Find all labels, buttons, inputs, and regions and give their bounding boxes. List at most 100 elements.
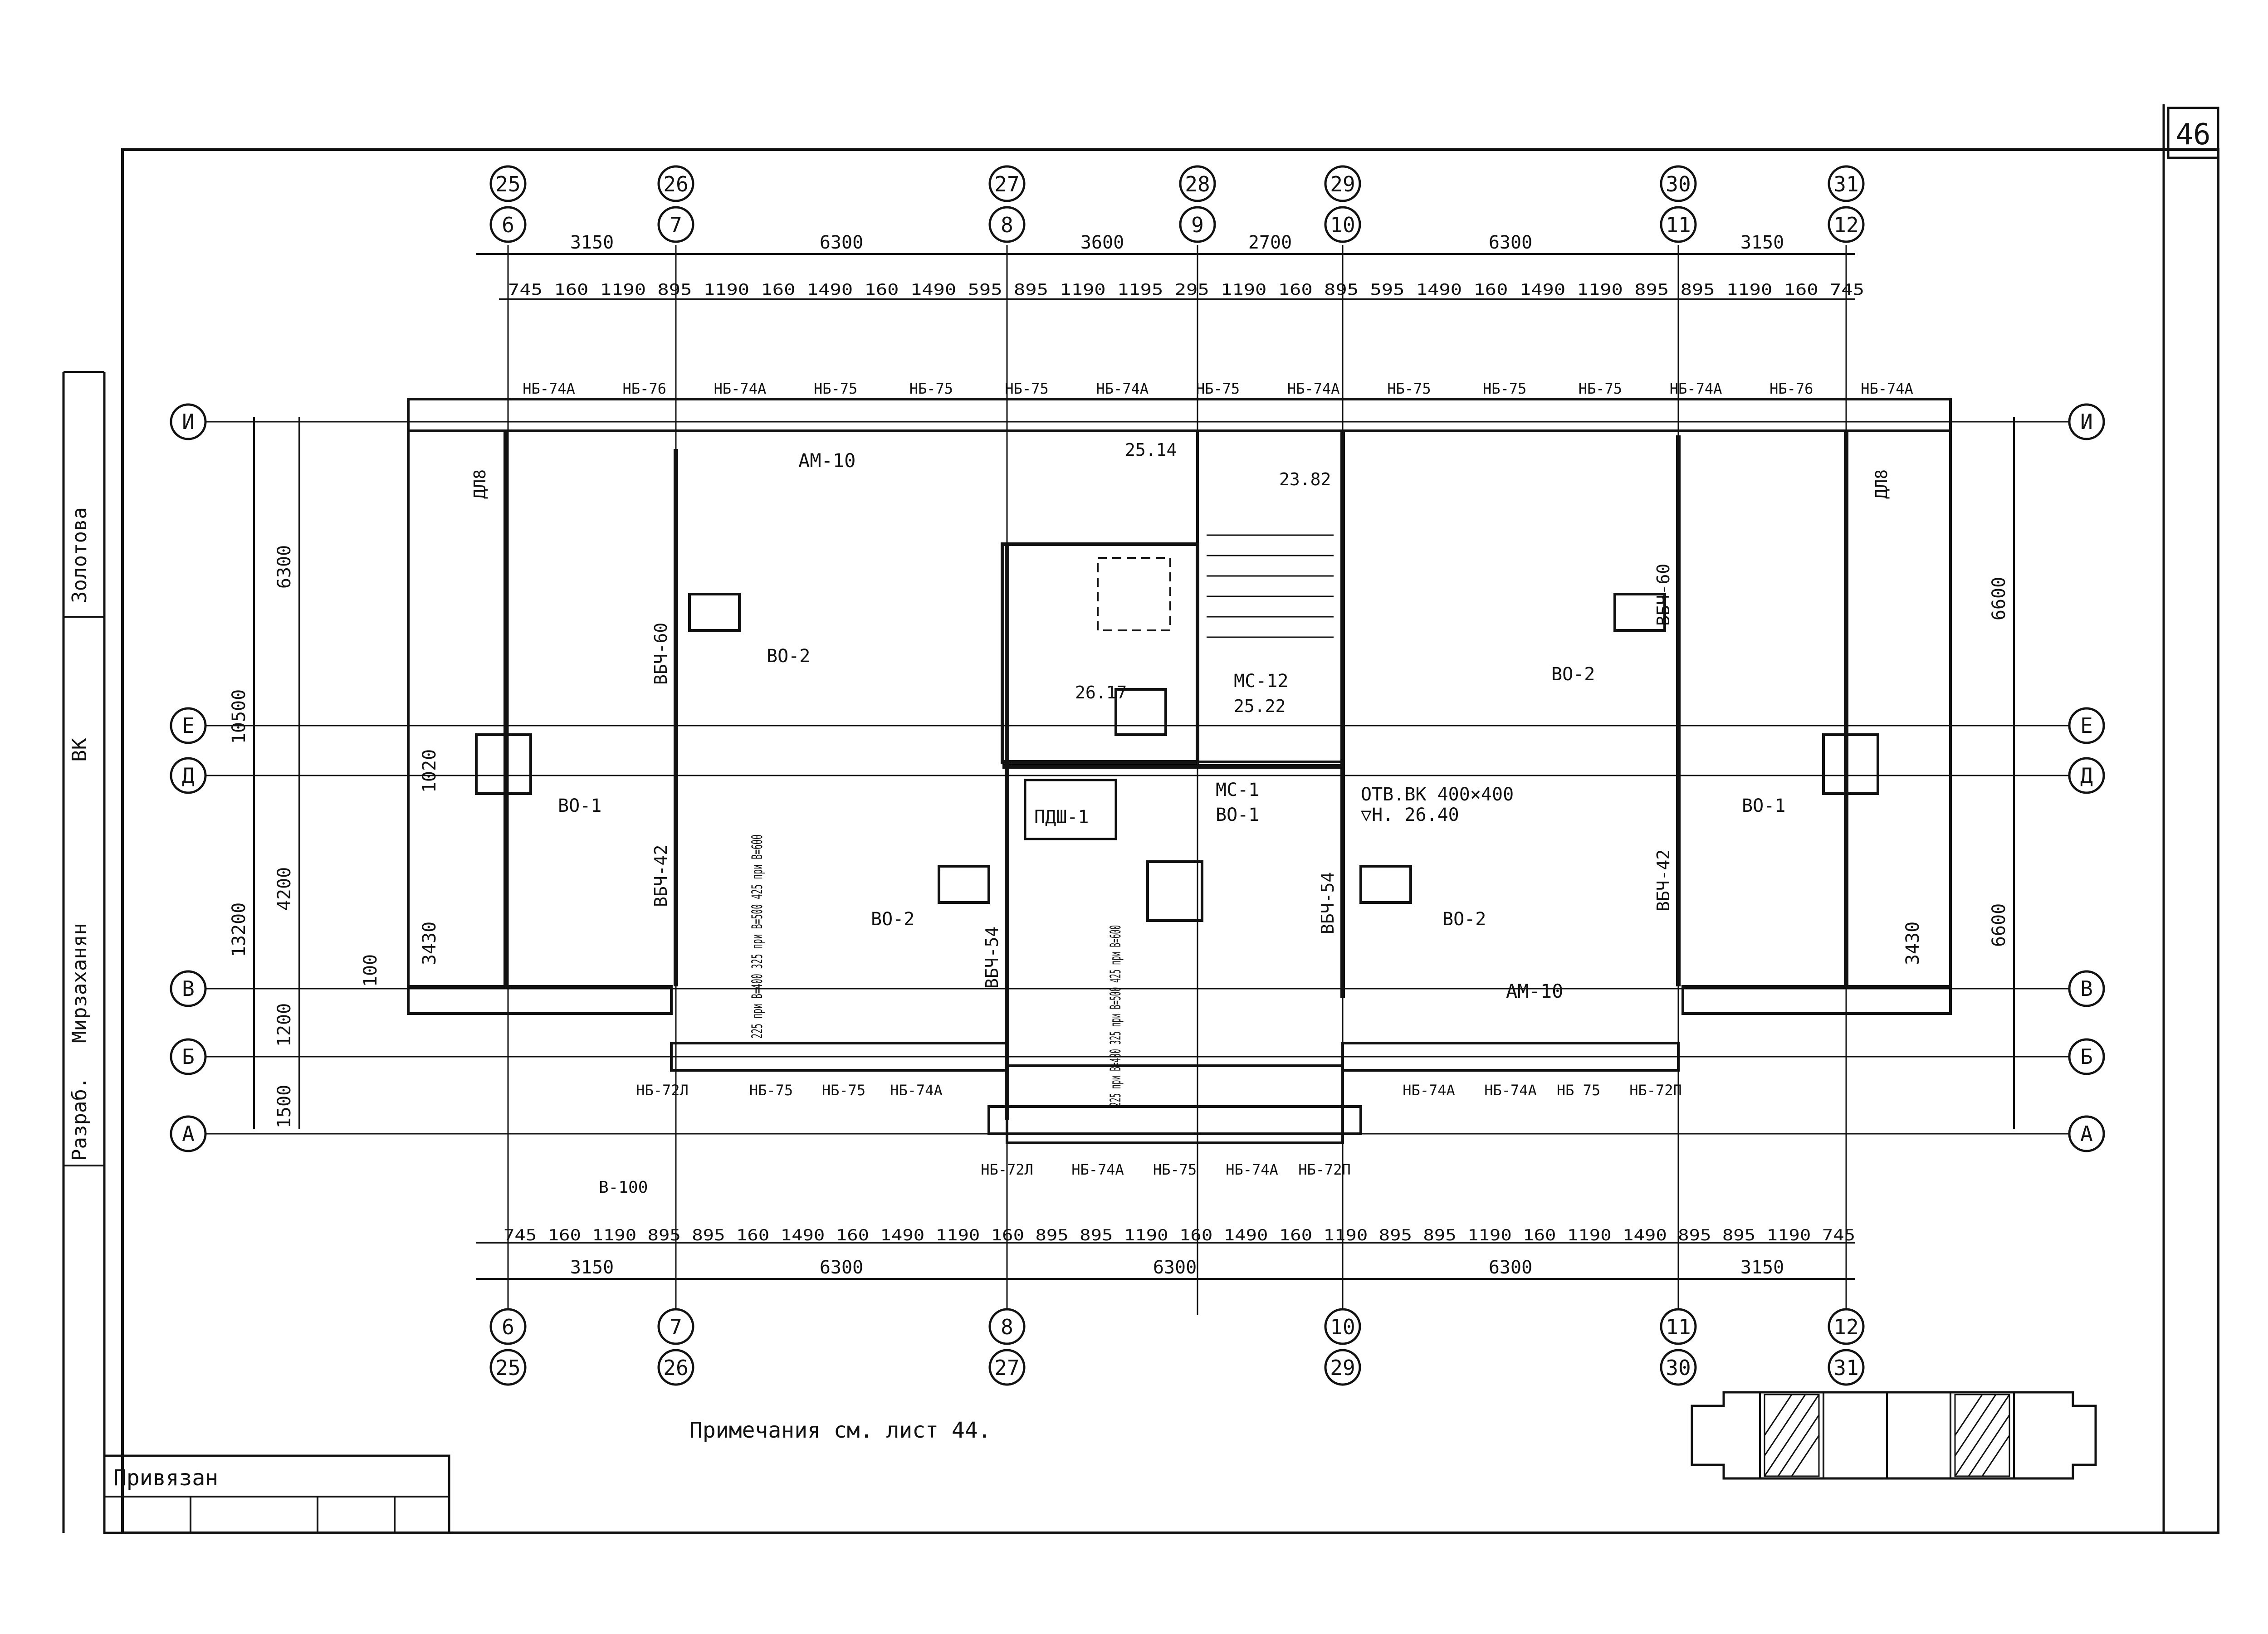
dim-right: 3430 — [1902, 922, 1923, 965]
label-otv: ОТВ.ВК 400×400 — [1361, 784, 1514, 805]
axis-label-top-upper: 28 — [1185, 172, 1210, 196]
axis-label-row: В — [2080, 976, 2093, 1001]
label-vo1-c: ВО-1 — [1742, 795, 1785, 816]
axis-marker-top-lower — [1324, 206, 1361, 243]
axis-label-bottom-lower: 30 — [1666, 1356, 1691, 1380]
label-vo1-a: ВО-1 — [558, 795, 601, 816]
axis-marker-bottom-lower — [1828, 1349, 1865, 1386]
bound-box — [103, 1454, 450, 1534]
dim-bottom-main: 6300 — [820, 1257, 863, 1278]
axis-marker-row — [170, 1038, 207, 1075]
vertical-axes: 2562672782892910301131126257268271029113… — [489, 165, 1865, 1386]
axis-label-bottom-upper: 7 — [670, 1315, 682, 1339]
axis-marker-bottom-upper — [988, 1308, 1026, 1345]
axis-label-row: Б — [2080, 1044, 2093, 1069]
label-ms1: МС-1 — [1216, 780, 1259, 800]
axis-marker-top-upper — [657, 165, 694, 202]
axis-label-bottom-upper: 12 — [1833, 1315, 1858, 1339]
axis-marker-row — [2068, 757, 2105, 794]
beam-label-top: НБ-74А — [523, 380, 575, 397]
dim-top-main: 6300 — [820, 232, 863, 253]
axis-label-top-upper: 26 — [663, 172, 688, 196]
dim-left: 4200 — [274, 867, 295, 911]
axis-label-row: А — [182, 1122, 195, 1146]
axis-marker-top-lower — [489, 206, 527, 243]
dim-left: 10500 — [229, 689, 249, 744]
beam-label-top: НБ-75 — [1196, 380, 1240, 397]
axis-label-row: Е — [182, 713, 195, 738]
building-walls — [407, 398, 1952, 1144]
sheet-number: 46 — [2175, 118, 2210, 151]
dimension-lines — [253, 253, 2015, 1280]
beam-label-top: НБ-76 — [623, 380, 666, 397]
axis-marker-bottom-lower — [657, 1349, 694, 1386]
axis-label-bottom-upper: 11 — [1666, 1315, 1691, 1339]
dim-top-main: 3600 — [1080, 232, 1124, 253]
axis-marker-top-upper — [489, 165, 527, 202]
stamp-vk: ВК — [68, 738, 91, 762]
beam-label-top: НБ-76 — [1769, 380, 1813, 397]
beam-label-bottom: НБ-75 — [1153, 1161, 1197, 1178]
label-note-left: 225 при В=400 325 при В=500 425 при В=60… — [748, 834, 766, 1039]
dim-top-main: 6300 — [1489, 232, 1532, 253]
windows — [475, 593, 1879, 922]
axis-marker-row — [2068, 403, 2105, 440]
top-beam-labels: НБ-74А НБ-76 НБ-74А НБ-75 НБ-75 НБ-75 НБ-74А НБ… — [523, 380, 1913, 397]
axis-label-bottom-upper: 8 — [1001, 1315, 1013, 1339]
label-am10-left: АМ-10 — [798, 449, 855, 472]
axis-label-row: Е — [2080, 713, 2093, 738]
axis-marker-bottom-upper — [657, 1308, 694, 1345]
axis-marker-top-upper — [1828, 165, 1865, 202]
axis-label-bottom-lower: 26 — [663, 1356, 688, 1380]
beam-label-top: НБ-75 — [909, 380, 953, 397]
beam-label-top: НБ-74А — [1861, 380, 1913, 397]
label-vo2-d: ВО-2 — [1551, 664, 1595, 685]
dim-bottom-main: 3150 — [570, 1257, 614, 1278]
beam-label-bottom: НБ-74А — [890, 1082, 943, 1099]
axis-label-top-lower: 9 — [1191, 213, 1204, 237]
beam-label-top: НБ-75 — [1579, 380, 1622, 397]
stamp-strip — [62, 371, 106, 1533]
stamp-author2: Золотова — [68, 507, 91, 603]
beam-label-top: НБ-75 — [1005, 380, 1048, 397]
dim-left: 13200 — [229, 902, 249, 957]
dim-bottom-main: 6300 — [1153, 1257, 1197, 1278]
axis-marker-top-lower — [1179, 206, 1216, 243]
label-vo1-b: ВО-1 — [1216, 805, 1259, 825]
axis-label-bottom-lower: 31 — [1833, 1356, 1858, 1380]
axis-label-top-lower: 10 — [1330, 213, 1355, 237]
beam-label-bottom: НБ-72Л — [981, 1161, 1033, 1178]
beam-label-bottom: НБ-72Л — [636, 1082, 689, 1099]
axis-label-bottom-lower: 29 — [1330, 1356, 1355, 1380]
axis-marker-top-lower — [657, 206, 694, 243]
label-am10-right: АМ-10 — [1506, 980, 1563, 1002]
label-b100: В-100 — [599, 1178, 648, 1197]
axis-marker-top-lower — [1660, 206, 1697, 243]
beam-label-top: НБ-74А — [1670, 380, 1722, 397]
beam-label-bottom: НБ-75 — [822, 1082, 865, 1099]
label-vo2-c: ВО-2 — [1442, 909, 1486, 930]
label-vbch54-b: ВБЧ-54 — [1318, 872, 1338, 934]
label-pdsh1: ПДШ-1 — [1034, 807, 1089, 828]
beam-label-bottom: НБ-72П — [1629, 1082, 1682, 1099]
dim-bottom-main: 3150 — [1740, 1257, 1784, 1278]
beam-label-top: НБ-75 — [814, 380, 857, 397]
label-vbch42-a: ВБЧ-42 — [651, 845, 671, 907]
dim-left: 1500 — [274, 1085, 295, 1128]
axis-marker-bottom-lower — [1324, 1349, 1361, 1386]
axis-label-row: И — [182, 410, 195, 434]
axis-marker-bottom-upper — [1324, 1308, 1361, 1345]
label-level-2: 23.82 — [1279, 469, 1331, 489]
beam-label-top: НБ-75 — [1387, 380, 1431, 397]
sheet-frame — [121, 104, 2219, 1534]
axis-marker-row — [170, 970, 207, 1007]
axis-label-row: А — [2080, 1122, 2093, 1146]
axis-label-top-lower: 6 — [502, 213, 514, 237]
axis-marker-top-upper — [1324, 165, 1361, 202]
stamp-bound: Привязан — [113, 1465, 218, 1491]
axis-marker-row — [2068, 1115, 2105, 1152]
